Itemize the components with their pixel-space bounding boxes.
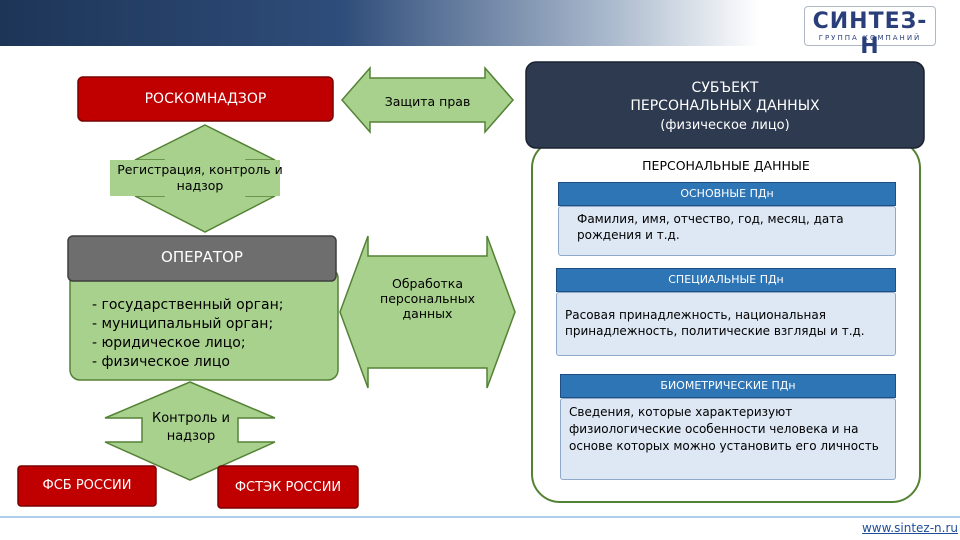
special-pd-header-label: СПЕЦИАЛЬНЫЕ ПДн: [668, 273, 784, 286]
rights-protection-label: Защита прав: [384, 94, 471, 109]
control-label: Контроль и надзор: [151, 411, 230, 444]
footer-website-link[interactable]: www.sintez-n.ru: [861, 521, 958, 535]
biometric-pd-header-label: БИОМЕТРИЧЕСКИЕ ПДн: [660, 379, 796, 392]
biometric-pd-text: Сведения, которые характеризуют физиолог…: [560, 398, 896, 480]
operator-title: ОПЕРАТОР: [161, 248, 243, 266]
basic-pd-header: ОСНОВНЫЕ ПДн: [558, 182, 896, 206]
fsb-label: ФСБ РОССИИ: [42, 478, 132, 493]
subject-title-line2: ПЕРСОНАЛЬНЫХ ДАННЫХ: [630, 98, 820, 114]
operator-item: - государственный орган;: [92, 297, 284, 313]
basic-pd-text: Фамилия, имя, отчество, год, месяц, дата…: [558, 206, 896, 256]
operator-header: [67, 235, 337, 282]
fstek-label: ФСТЭК РОССИИ: [234, 480, 342, 495]
subject-note: (физическое лицо): [660, 118, 790, 133]
control-arrow: [104, 381, 276, 481]
processing-label: Обработка персональных данных: [380, 276, 475, 321]
personal-data-title: ПЕРСОНАЛЬНЫЕ ДАННЫЕ: [642, 158, 810, 173]
subject-box: [525, 61, 925, 149]
subject-title-line1: СУБЪЕКТ: [691, 80, 759, 96]
roskomnadzor-label: РОСКОМНАДЗОР: [144, 91, 267, 107]
operator-item: - юридическое лицо;: [92, 335, 246, 351]
logo-subtitle: ГРУППА КОМПАНИЙ: [818, 34, 922, 42]
fstek-box: [217, 465, 359, 509]
top-header-bar: [0, 0, 760, 46]
processing-arrow: [339, 235, 516, 389]
operator-item: - муниципальный орган;: [92, 316, 274, 332]
company-logo: СИНТЕЗ-Н ГРУППА КОМПАНИЙ: [804, 6, 936, 59]
fsb-box: [17, 465, 157, 507]
special-pd-header: СПЕЦИАЛЬНЫЕ ПДн: [556, 268, 896, 292]
basic-pd-header-label: ОСНОВНЫЕ ПДн: [680, 187, 774, 200]
registration-label: Регистрация, контроль и надзор: [117, 162, 283, 193]
rights-protection-arrow: [341, 66, 514, 134]
roskomnadzor-box: [77, 76, 334, 122]
logo-name: СИНТЕЗ-Н: [812, 9, 928, 59]
operator-item: - физическое лицо: [92, 354, 230, 370]
operator-list: - государственный орган; - муниципальный…: [92, 296, 332, 372]
special-pd-text: Расовая принадлежность, национальная при…: [556, 292, 896, 356]
biometric-pd-header: БИОМЕТРИЧЕСКИЕ ПДн: [560, 374, 896, 398]
